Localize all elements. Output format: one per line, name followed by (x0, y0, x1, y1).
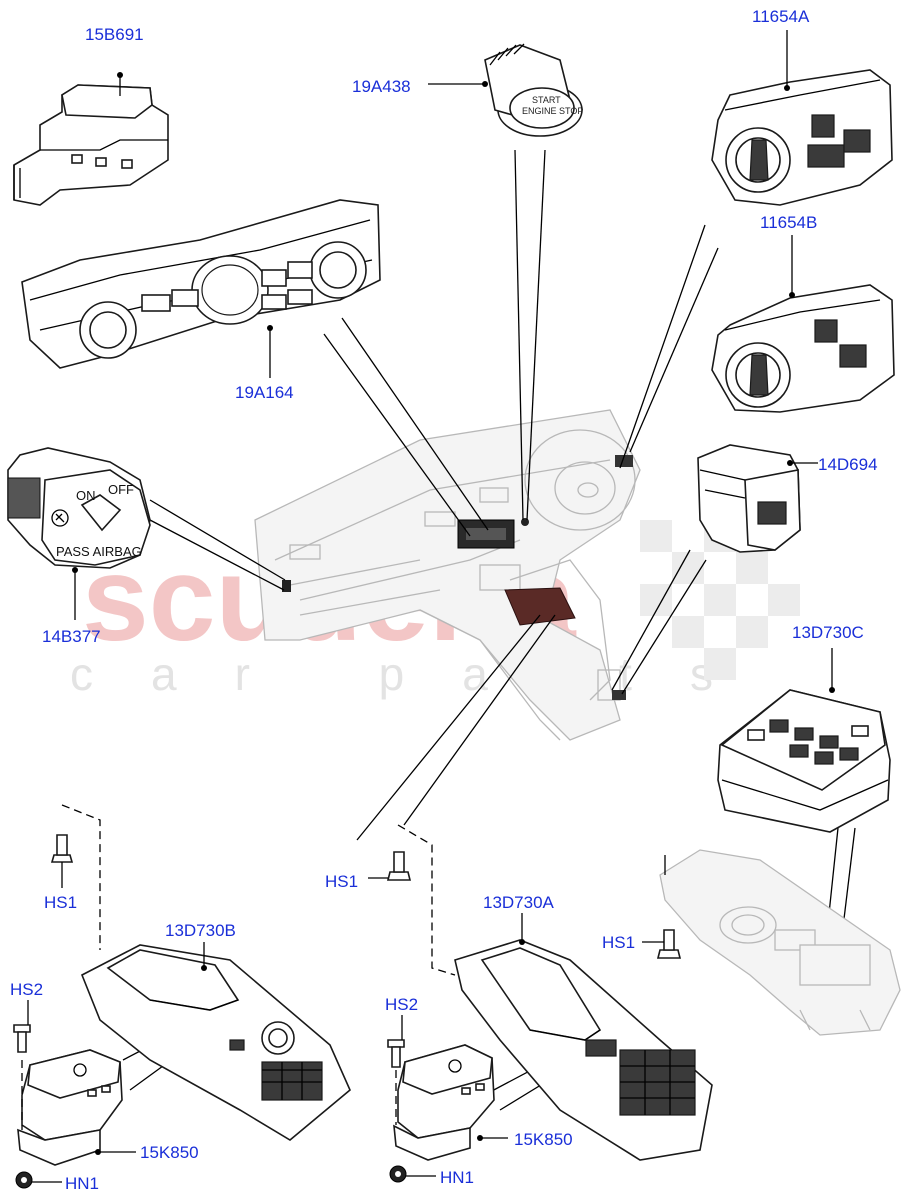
label-19A164[interactable]: 19A164 (235, 383, 294, 402)
label-hs1-left[interactable]: HS1 (44, 893, 77, 912)
part-labels: 15B691 19A438 11654A 11654B 19A164 14D69… (10, 7, 878, 1193)
pass-airbag-label: PASS AIRBAG (56, 544, 142, 559)
part-15K850-switch-mid[interactable] (393, 1044, 508, 1161)
on-label: ON (76, 488, 96, 503)
part-15B691-switch[interactable] (13, 72, 169, 206)
fixing-guides (21, 804, 456, 1130)
label-hs2-mid[interactable]: HS2 (385, 995, 418, 1014)
label-15K850-mid[interactable]: 15K850 (514, 1130, 573, 1149)
console-illustration-right (659, 849, 901, 1036)
label-hs1-mid[interactable]: HS1 (325, 872, 358, 891)
part-13D730C-switch-pack[interactable] (717, 648, 891, 833)
part-15K850-switch-left[interactable] (17, 1049, 136, 1166)
label-hn1-mid[interactable]: HN1 (440, 1168, 474, 1187)
part-19A438-start-stop-button[interactable]: START ENGINE STOP (428, 43, 583, 137)
label-hn1-left[interactable]: HN1 (65, 1174, 99, 1193)
label-hs1-right[interactable]: HS1 (602, 933, 635, 952)
part-13D730A-center-console[interactable] (454, 913, 713, 1161)
label-15K850-left[interactable]: 15K850 (140, 1143, 199, 1162)
label-13D730A[interactable]: 13D730A (483, 893, 555, 912)
part-11654B-headlamp-switch[interactable] (711, 235, 895, 413)
screw-hs1-mid-icon (368, 851, 412, 881)
label-14D694[interactable]: 14D694 (818, 455, 878, 474)
part-19A164-climate-control-panel[interactable] (21, 199, 381, 378)
part-14B377-airbag-switch[interactable]: ON OFF PASS AIRBAG (7, 447, 151, 620)
nut-hn1-left-icon (15, 1171, 62, 1189)
label-13D730B[interactable]: 13D730B (165, 921, 236, 940)
screw-hs2-left-icon (13, 1000, 31, 1053)
nut-hn1-mid-icon (389, 1165, 436, 1183)
label-19A438[interactable]: 19A438 (352, 77, 411, 96)
screw-hs1-left-icon (50, 834, 74, 888)
label-13D730C[interactable]: 13D730C (792, 623, 864, 642)
engine-stop-label: ENGINE STOP (522, 106, 583, 116)
part-14D694-seat-heater-switch[interactable] (697, 444, 818, 553)
off-label: OFF (108, 482, 134, 497)
watermark-tagline: car parts (70, 648, 771, 700)
dashboard-illustration (254, 409, 641, 741)
label-hs2-left[interactable]: HS2 (10, 980, 43, 999)
screw-hs1-right-icon (642, 929, 682, 959)
part-13D730B-center-console[interactable] (80, 942, 351, 1141)
label-14B377[interactable]: 14B377 (42, 627, 101, 646)
part-11654A-headlamp-switch[interactable] (711, 30, 893, 206)
label-15B691[interactable]: 15B691 (85, 25, 144, 44)
label-11654A[interactable]: 11654A (752, 7, 810, 26)
screw-hs2-mid-icon (387, 1015, 405, 1068)
start-label: START (532, 95, 561, 105)
label-11654B[interactable]: 11654B (760, 213, 817, 232)
